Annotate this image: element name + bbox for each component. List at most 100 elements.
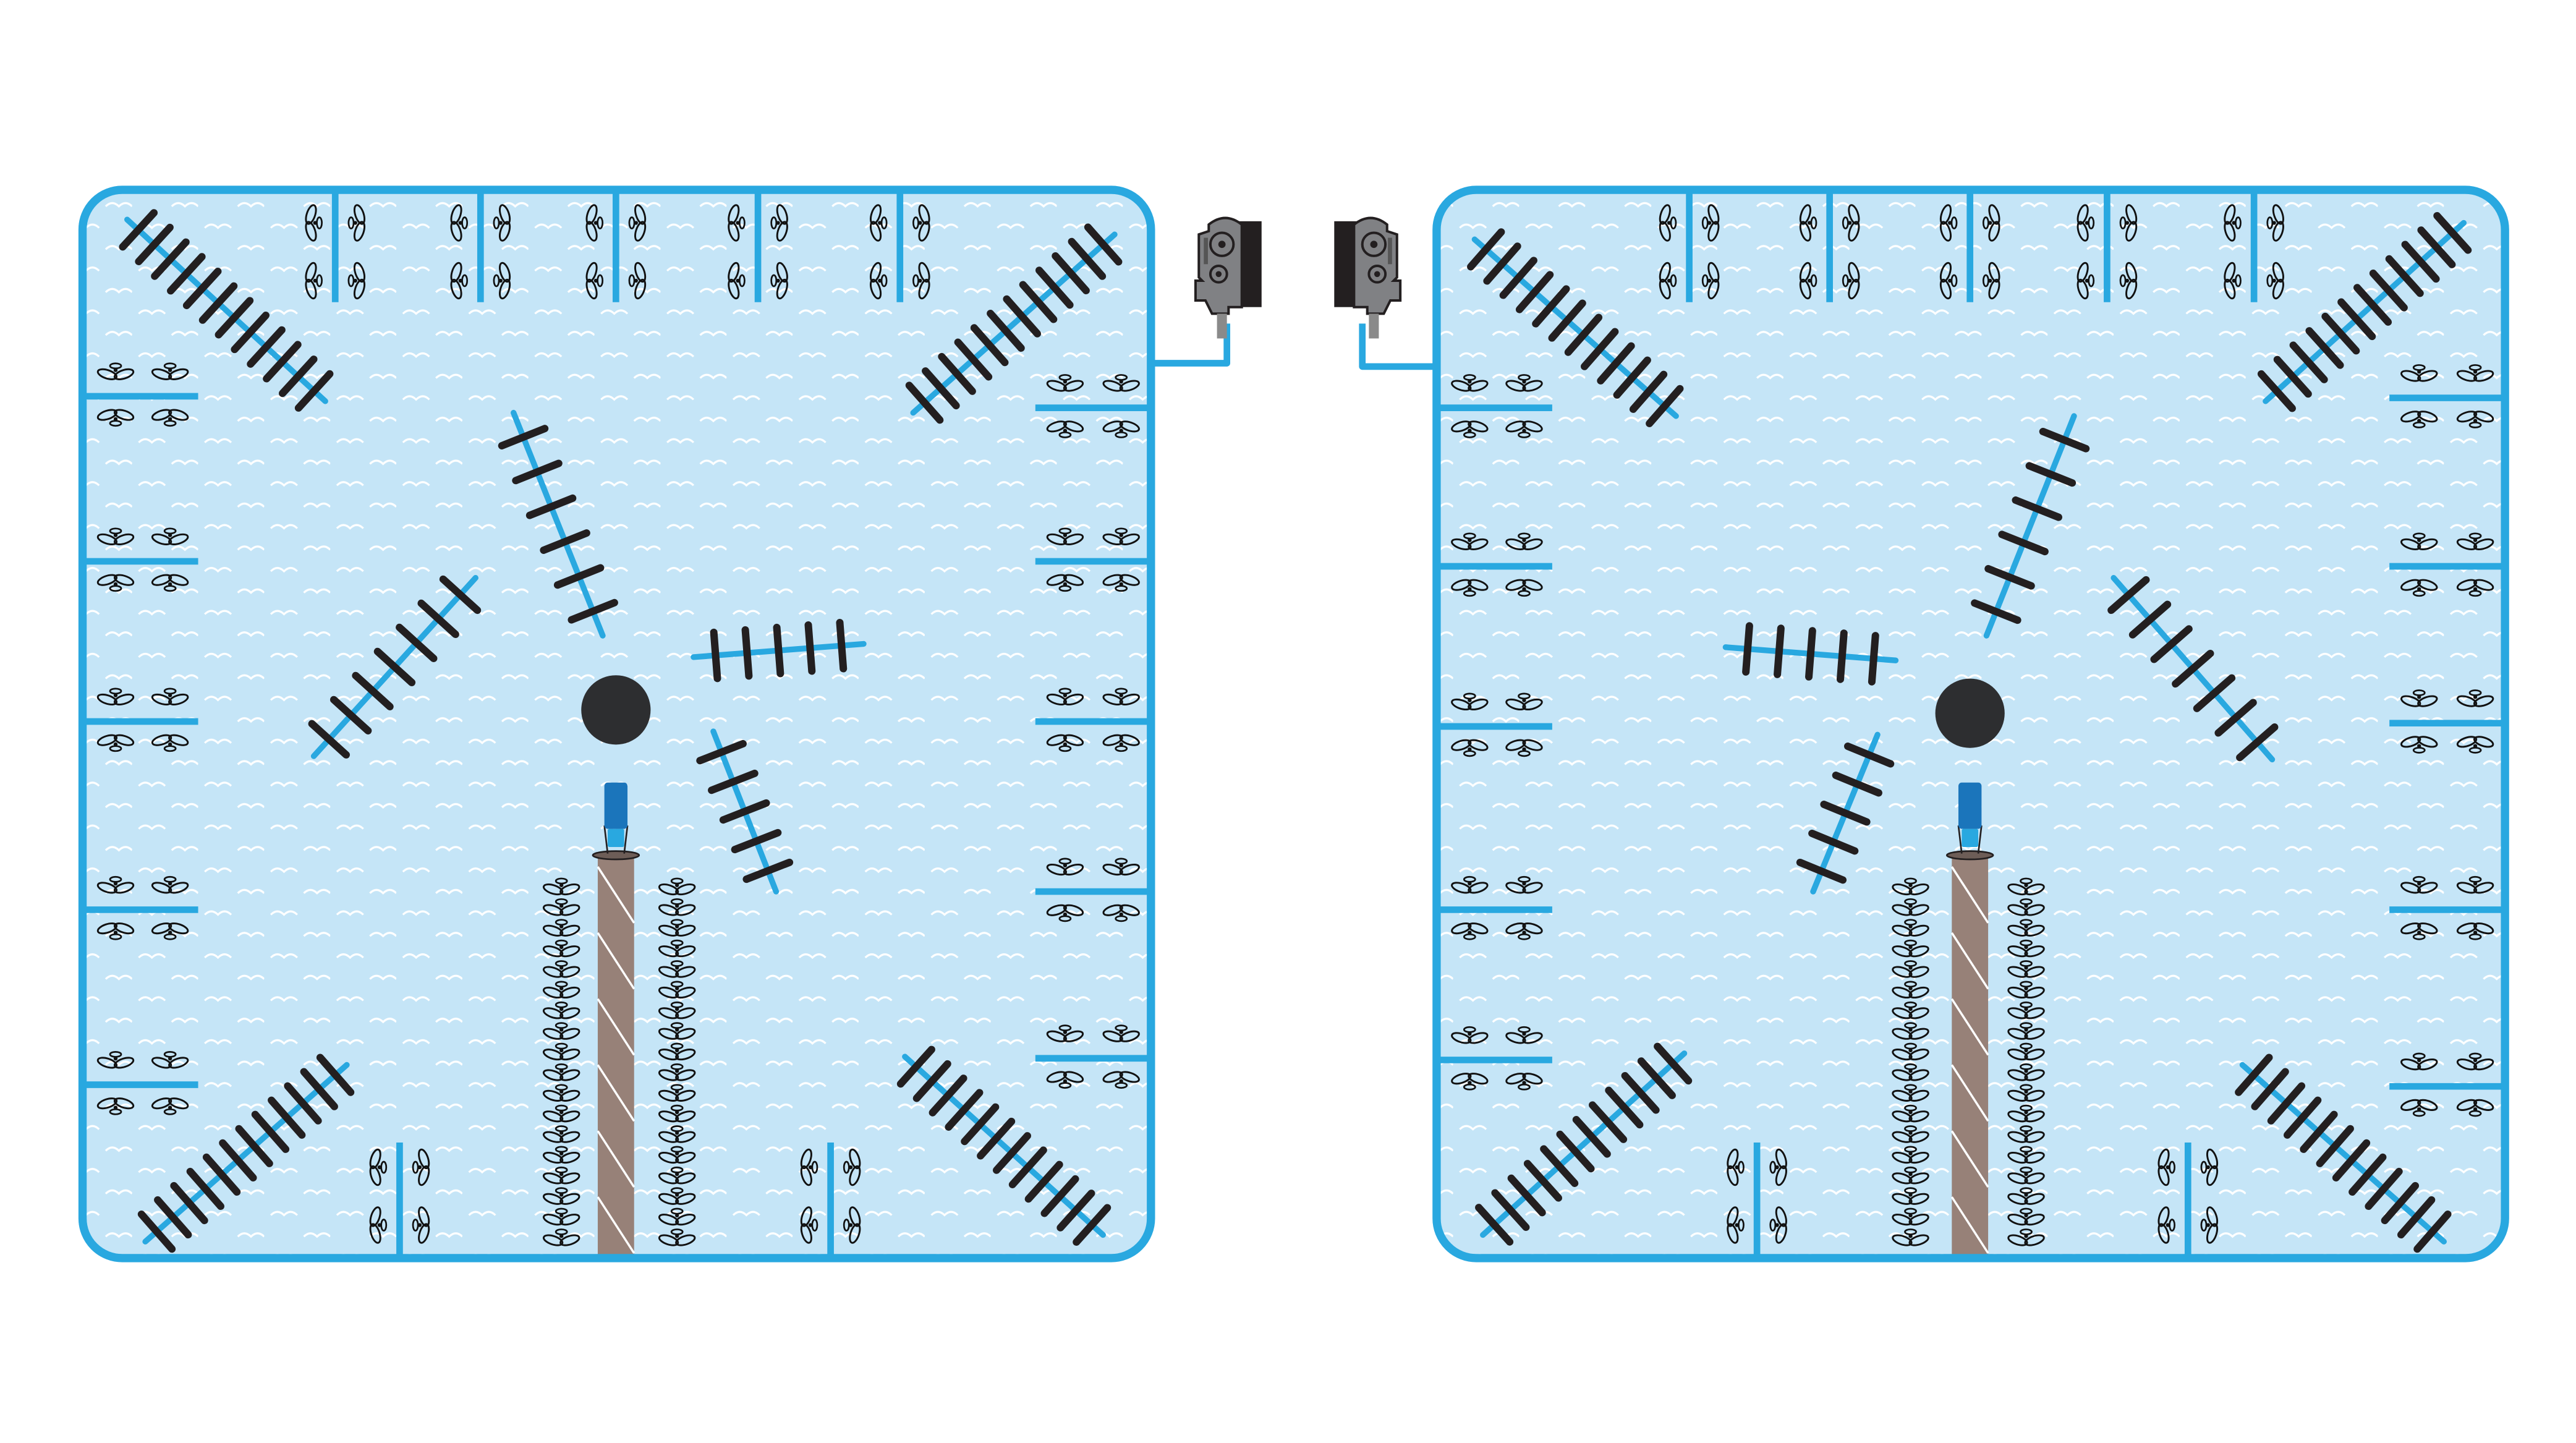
pier-stripe <box>597 866 635 924</box>
ladder-rung <box>1621 1071 1660 1114</box>
ladder-rung <box>896 1045 935 1088</box>
ladder-rung <box>1499 257 1537 299</box>
pond-border <box>1432 185 2509 1262</box>
ladder-rung <box>170 1181 208 1225</box>
ladder-rung <box>1024 1160 1063 1203</box>
device-strut <box>603 825 609 854</box>
ladder-rung <box>987 310 1025 352</box>
ladder-rung <box>1843 743 1895 768</box>
ladder-rung <box>439 575 482 615</box>
rung-ladder <box>691 618 867 683</box>
rung-ladder <box>905 223 1123 424</box>
rung-ladder <box>498 409 618 639</box>
ladder-rung <box>540 529 590 554</box>
ladder-rung <box>1820 801 1871 826</box>
ladder-rung <box>198 282 238 324</box>
ladder-rung <box>1556 1130 1595 1173</box>
ladder-rung <box>741 626 753 680</box>
ladder-rung <box>1507 1174 1546 1217</box>
ladder-rail <box>902 1054 1107 1238</box>
camera-right <box>1334 218 1437 370</box>
ladder-rung <box>2385 255 2424 297</box>
ladder-rung <box>2433 211 2472 254</box>
buoy <box>1935 678 2005 748</box>
ladder-rung <box>235 1125 273 1167</box>
camera-cable <box>1150 323 1231 367</box>
rung-ladder <box>1467 228 1684 427</box>
right-pond <box>1432 185 2509 1262</box>
ladder-rung <box>905 381 944 424</box>
ladder-rung <box>2039 427 2090 453</box>
ladder-rung <box>231 312 270 354</box>
device-base <box>1945 850 1994 861</box>
ladder-rung <box>1832 772 1882 797</box>
ladder-rung <box>1475 1204 1514 1246</box>
ladder-rung <box>2321 312 2360 355</box>
ladder-rung <box>1548 299 1586 342</box>
ladder-rung <box>553 564 605 589</box>
camera-icon <box>1196 218 1262 339</box>
rung-ladder <box>137 1054 355 1253</box>
ladder-rung <box>119 209 158 251</box>
ladder-rung <box>373 647 416 687</box>
ladder-rung <box>294 370 334 412</box>
ladder-rung <box>525 494 577 519</box>
ladder-rung <box>1654 1042 1693 1085</box>
ladder-rung <box>2193 674 2236 712</box>
ladder-rail <box>1471 236 1679 419</box>
ladder-rung <box>2128 600 2172 639</box>
ladder-rail <box>2239 1062 2447 1245</box>
ladder-rung <box>2107 576 2150 615</box>
device-base <box>592 850 640 861</box>
camera-left <box>1150 218 1262 367</box>
device-hopper <box>604 782 628 829</box>
ladder-rung <box>1613 356 1651 399</box>
pier <box>1950 855 1989 1258</box>
buoy <box>581 675 651 745</box>
pier-stripe <box>597 998 635 1056</box>
ladder-rung <box>1836 629 1848 683</box>
ladder-rung <box>1052 252 1090 295</box>
ladder-rung <box>2289 341 2328 383</box>
ladder-rung <box>2236 723 2279 762</box>
ladder-rung <box>1808 829 1859 855</box>
ladder-rung <box>954 338 993 381</box>
ladder-rung <box>329 696 372 734</box>
ladder-rung <box>1491 1189 1530 1232</box>
ladder-rung <box>135 223 174 266</box>
ladder-rung <box>2251 1068 2289 1110</box>
pier-stripe <box>597 932 635 990</box>
ladder-rung <box>1523 1160 1562 1202</box>
ladder-rung <box>2300 1110 2338 1153</box>
ladder-rung <box>1742 622 1753 676</box>
ladder-rung <box>719 799 770 824</box>
ladder-rung <box>1008 1146 1047 1188</box>
camera-icon <box>1334 218 1400 339</box>
ladder-rung <box>961 1103 1000 1146</box>
rung-ladder <box>2257 211 2472 412</box>
ladder-rung <box>696 739 747 765</box>
ladder-rung <box>2413 1210 2452 1253</box>
rung-ladder <box>1971 413 2090 639</box>
ladder-rung <box>929 1075 967 1117</box>
ladder-rung <box>1515 271 1554 313</box>
ladder-rung <box>1019 281 1058 323</box>
ladder-rung <box>1084 223 1123 266</box>
ladder-rung <box>1467 228 1505 271</box>
device-hopper <box>1958 782 1982 829</box>
pier-stripe <box>1950 998 1989 1056</box>
pier-stripe <box>597 1064 635 1122</box>
ladder-rung <box>2381 1181 2420 1225</box>
ladder-rung <box>1805 627 1816 681</box>
ladder-rung <box>1068 237 1107 280</box>
ladder-rung <box>300 1068 338 1110</box>
rung-ladder <box>696 728 794 895</box>
pier-stripe <box>1950 932 1989 990</box>
ladder-rung <box>1564 313 1603 356</box>
ladder-rung <box>182 267 222 310</box>
ladder-rung <box>2025 462 2077 487</box>
ladder-rung <box>2353 284 2392 326</box>
ladder-rung <box>1796 858 1847 884</box>
ladder-rung <box>1597 342 1635 385</box>
